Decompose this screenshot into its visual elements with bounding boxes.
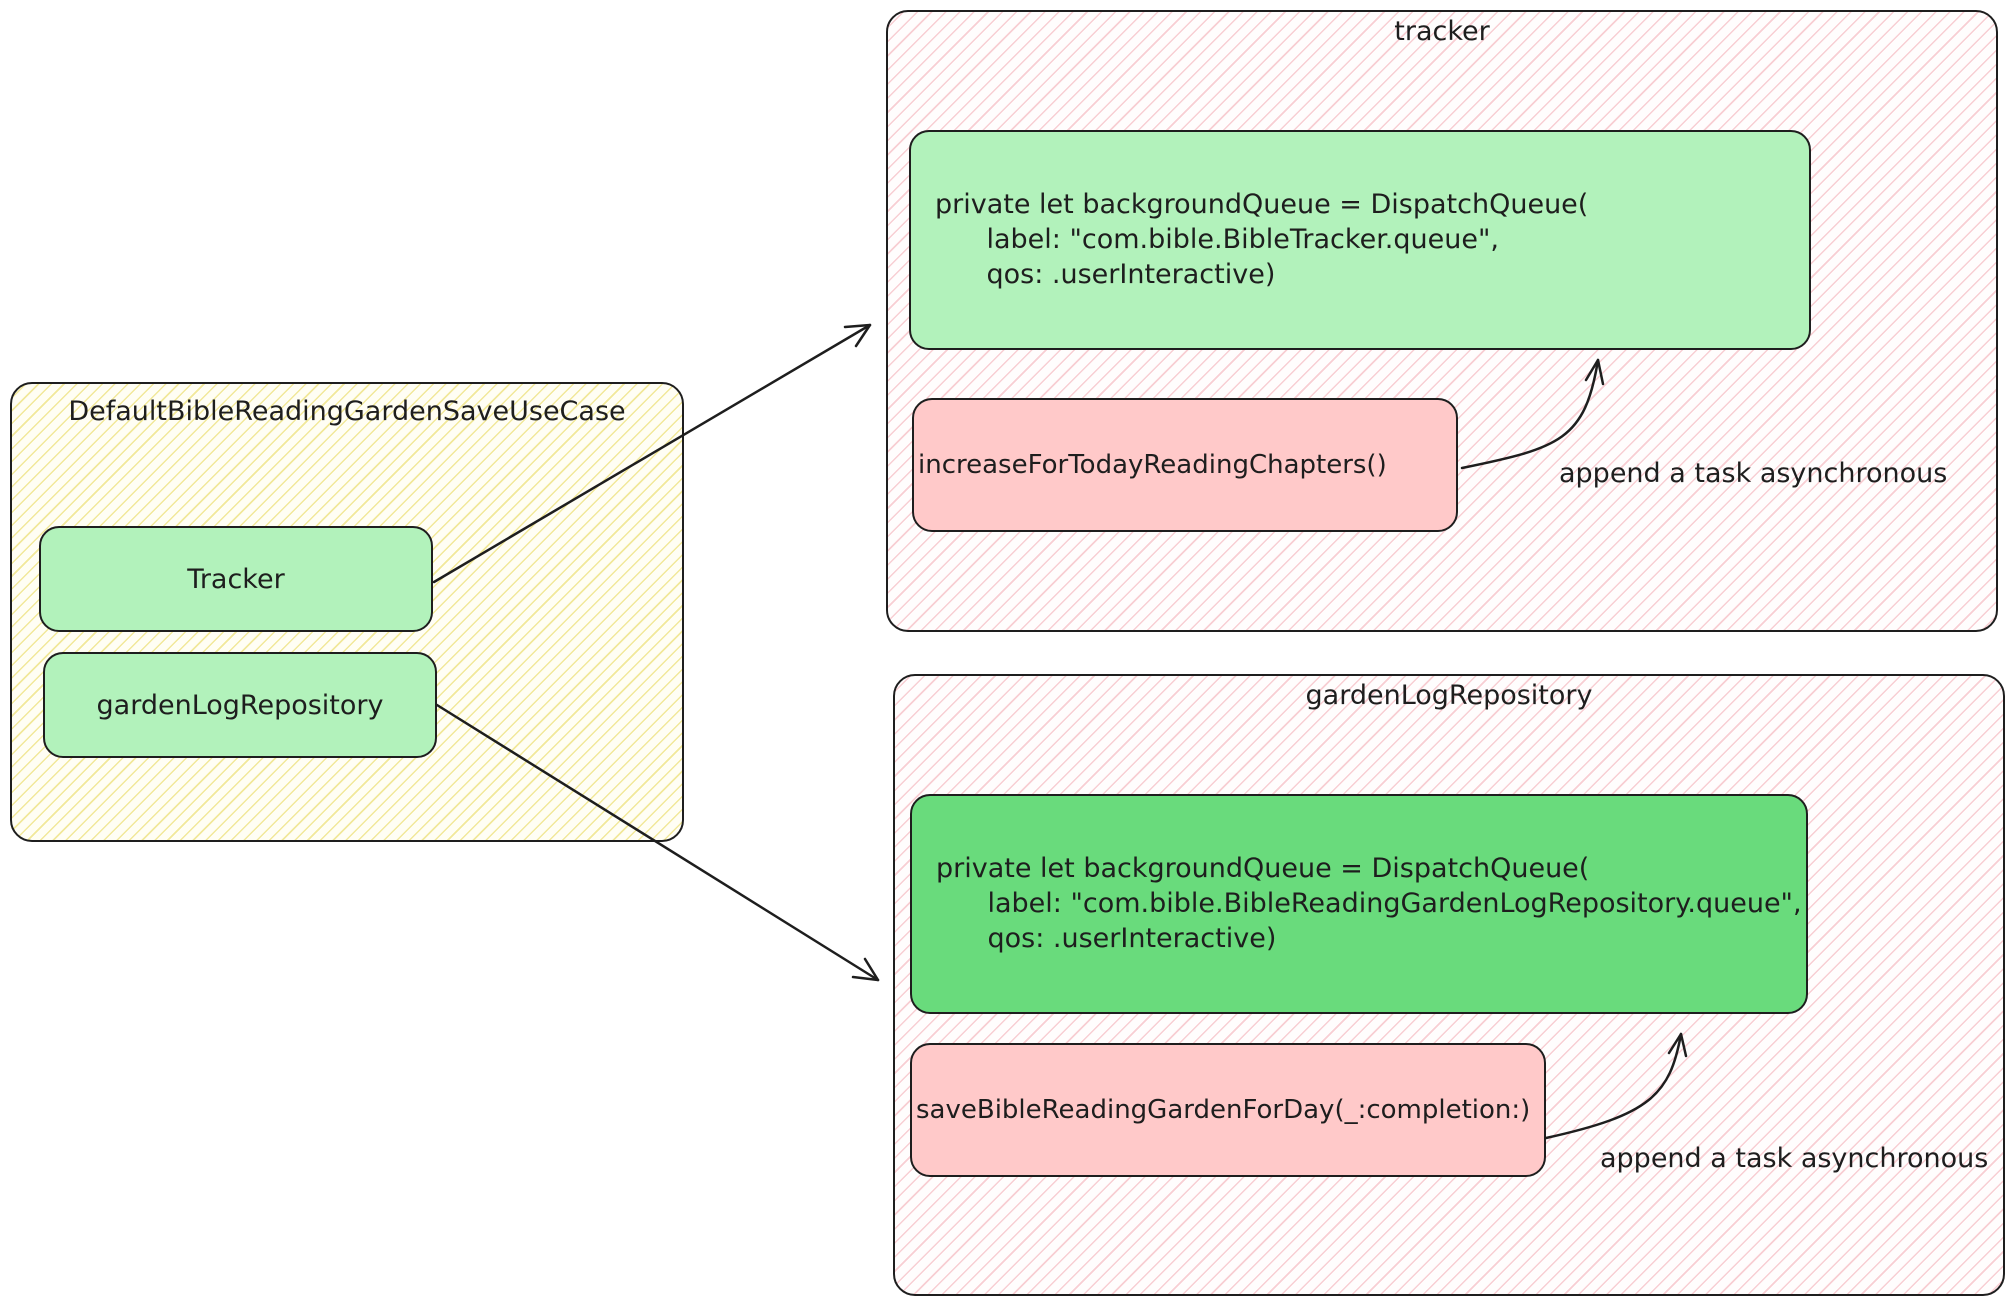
repository-method-box: saveBibleReadingGardenForDay(_:completio… — [910, 1043, 1546, 1177]
tracker-async-note: append a task asynchronous — [1559, 458, 1948, 489]
arrow-tracker — [432, 323, 872, 584]
arrow-repository — [435, 703, 880, 982]
tracker-node: Tracker — [39, 526, 433, 632]
repository-queue-code: private let backgroundQueue = DispatchQu… — [936, 851, 1802, 956]
repository-title: gardenLogRepository — [1305, 680, 1593, 711]
arrowhead-repository — [851, 957, 880, 982]
repository-queue-box: private let backgroundQueue = DispatchQu… — [910, 794, 1808, 1014]
arrow-repository-async — [1544, 1032, 1683, 1140]
code-line: label: "com.bible.BibleTracker.queue", — [935, 224, 1499, 255]
code-line: private let backgroundQueue = DispatchQu… — [935, 189, 1589, 220]
tracker-method-box: increaseForTodayReadingChapters() — [912, 398, 1458, 532]
arrowhead-tracker-async — [1584, 358, 1605, 386]
repository-async-note: append a task asynchronous — [1600, 1143, 1989, 1174]
arrowhead-repository-async — [1667, 1032, 1688, 1058]
code-line: qos: .userInteractive) — [936, 923, 1277, 954]
tracker-queue-code: private let backgroundQueue = DispatchQu… — [935, 187, 1588, 292]
arrow-tracker-async — [1460, 358, 1600, 470]
tracker-queue-box: private let backgroundQueue = DispatchQu… — [909, 130, 1811, 350]
arrowhead-tracker — [843, 323, 872, 348]
code-line: private let backgroundQueue = DispatchQu… — [936, 853, 1590, 884]
code-line: qos: .userInteractive) — [935, 259, 1276, 290]
code-line: label: "com.bible.BibleReadingGardenLogR… — [936, 888, 1802, 919]
tracker-title: tracker — [1394, 16, 1490, 47]
garden-log-repository-node: gardenLogRepository — [43, 652, 437, 758]
usecase-title: DefaultBibleReadingGardenSaveUseCase — [68, 396, 626, 427]
